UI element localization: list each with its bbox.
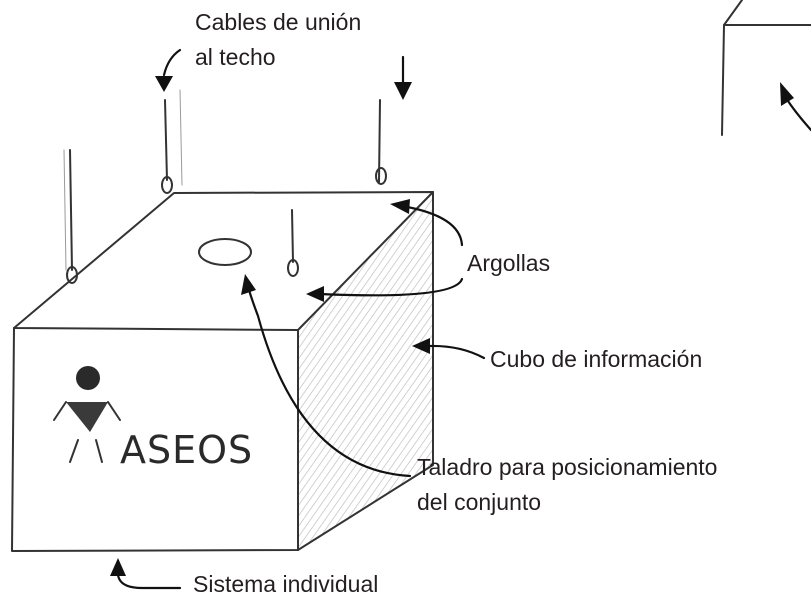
arrow-cables-left (155, 48, 182, 92)
label-sistema: Sistema individual (193, 571, 379, 597)
label-cubo: Cubo de información (490, 346, 703, 372)
arrow-argollas-bottom (306, 277, 464, 302)
person-icon (53, 366, 121, 463)
second-cube-partial (721, 0, 811, 136)
arrow-taladro (241, 274, 412, 478)
label-cables-line2: al techo (195, 44, 276, 70)
box-outline (11, 191, 434, 552)
arrow-cubo (412, 338, 486, 360)
ceiling-cables (63, 89, 381, 271)
label-taladro-line1: Taladro para posicionamiento (417, 454, 718, 480)
label-cables-line1: Cables de unión (195, 9, 362, 35)
arrow-cables-right (394, 55, 412, 100)
arrow-sistema (110, 558, 182, 590)
arrow-argollas-top (390, 199, 464, 247)
side-face (298, 192, 433, 550)
label-taladro-line2: del conjunto (417, 489, 542, 515)
eye-rings (66, 167, 387, 284)
label-argollas: Argollas (467, 250, 551, 276)
drill-hole (198, 238, 252, 266)
box-sign: ASEOS (120, 428, 253, 472)
